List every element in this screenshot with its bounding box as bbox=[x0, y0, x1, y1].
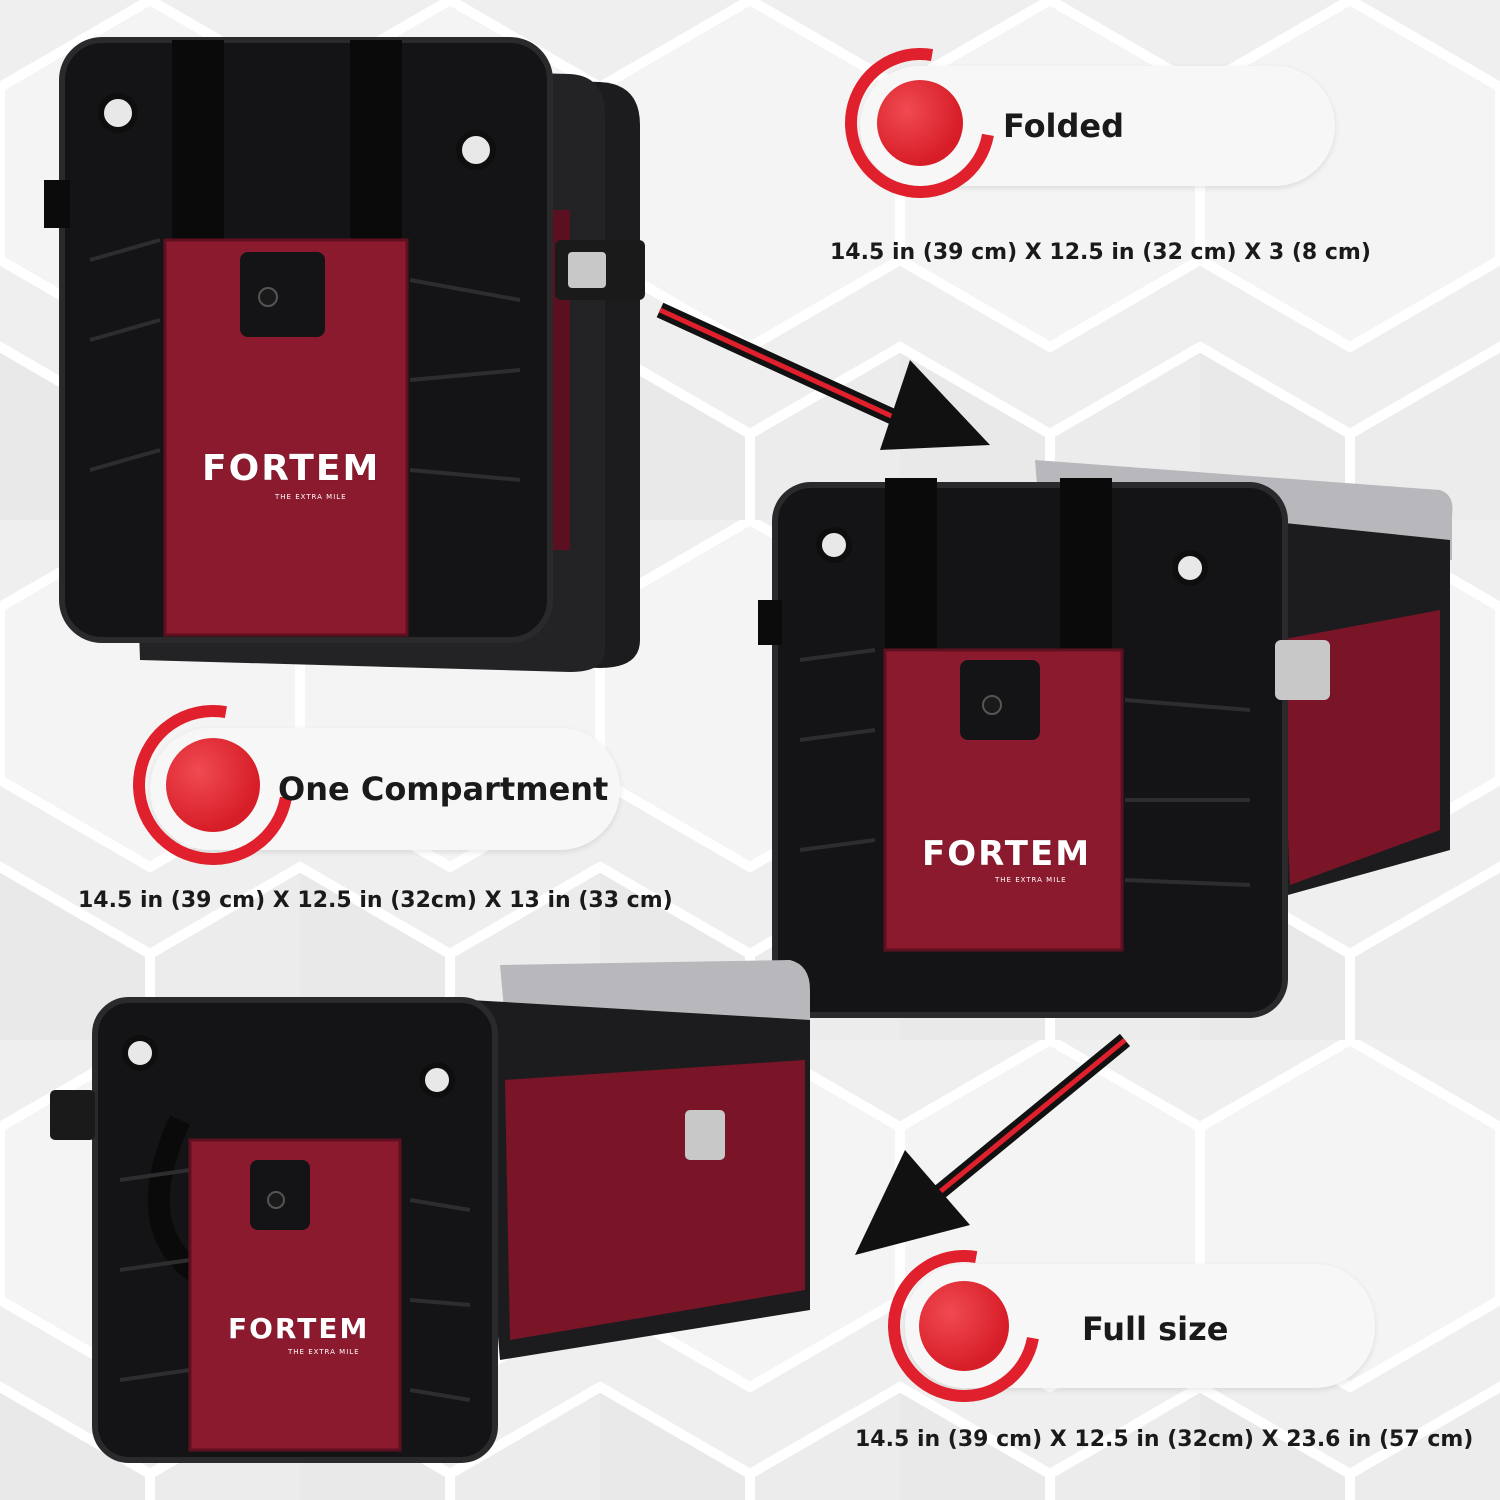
folded-dimensions: 14.5 in (39 cm) X 12.5 in (32 cm) X 3 (8… bbox=[830, 240, 1371, 265]
brand-logo-folded: FORTEM bbox=[202, 448, 381, 489]
brand-tagline-one-compartment: THE EXTRA MILE bbox=[995, 876, 1067, 884]
brand-tagline-folded: THE EXTRA MILE bbox=[275, 493, 347, 501]
one-compartment-title: One Compartment bbox=[278, 770, 609, 808]
folded-title: Folded bbox=[1003, 107, 1125, 145]
full-size-title: Full size bbox=[1082, 1310, 1229, 1348]
brand-logo-one-compartment: FORTEM bbox=[922, 834, 1092, 874]
brand-tagline-full-size: THE EXTRA MILE bbox=[288, 1348, 360, 1356]
red-circle-badge-icon-3 bbox=[858, 1220, 1070, 1432]
red-circle-badge-icon-2 bbox=[101, 673, 325, 897]
full-size-dimensions: 14.5 in (39 cm) X 12.5 in (32cm) X 23.6 … bbox=[855, 1427, 1474, 1452]
one-compartment-dimensions: 14.5 in (39 cm) X 12.5 in (32cm) X 13 in… bbox=[78, 888, 673, 913]
brand-logo-full-size: FORTEM bbox=[228, 1312, 370, 1345]
red-circle-badge-icon bbox=[815, 18, 1025, 228]
